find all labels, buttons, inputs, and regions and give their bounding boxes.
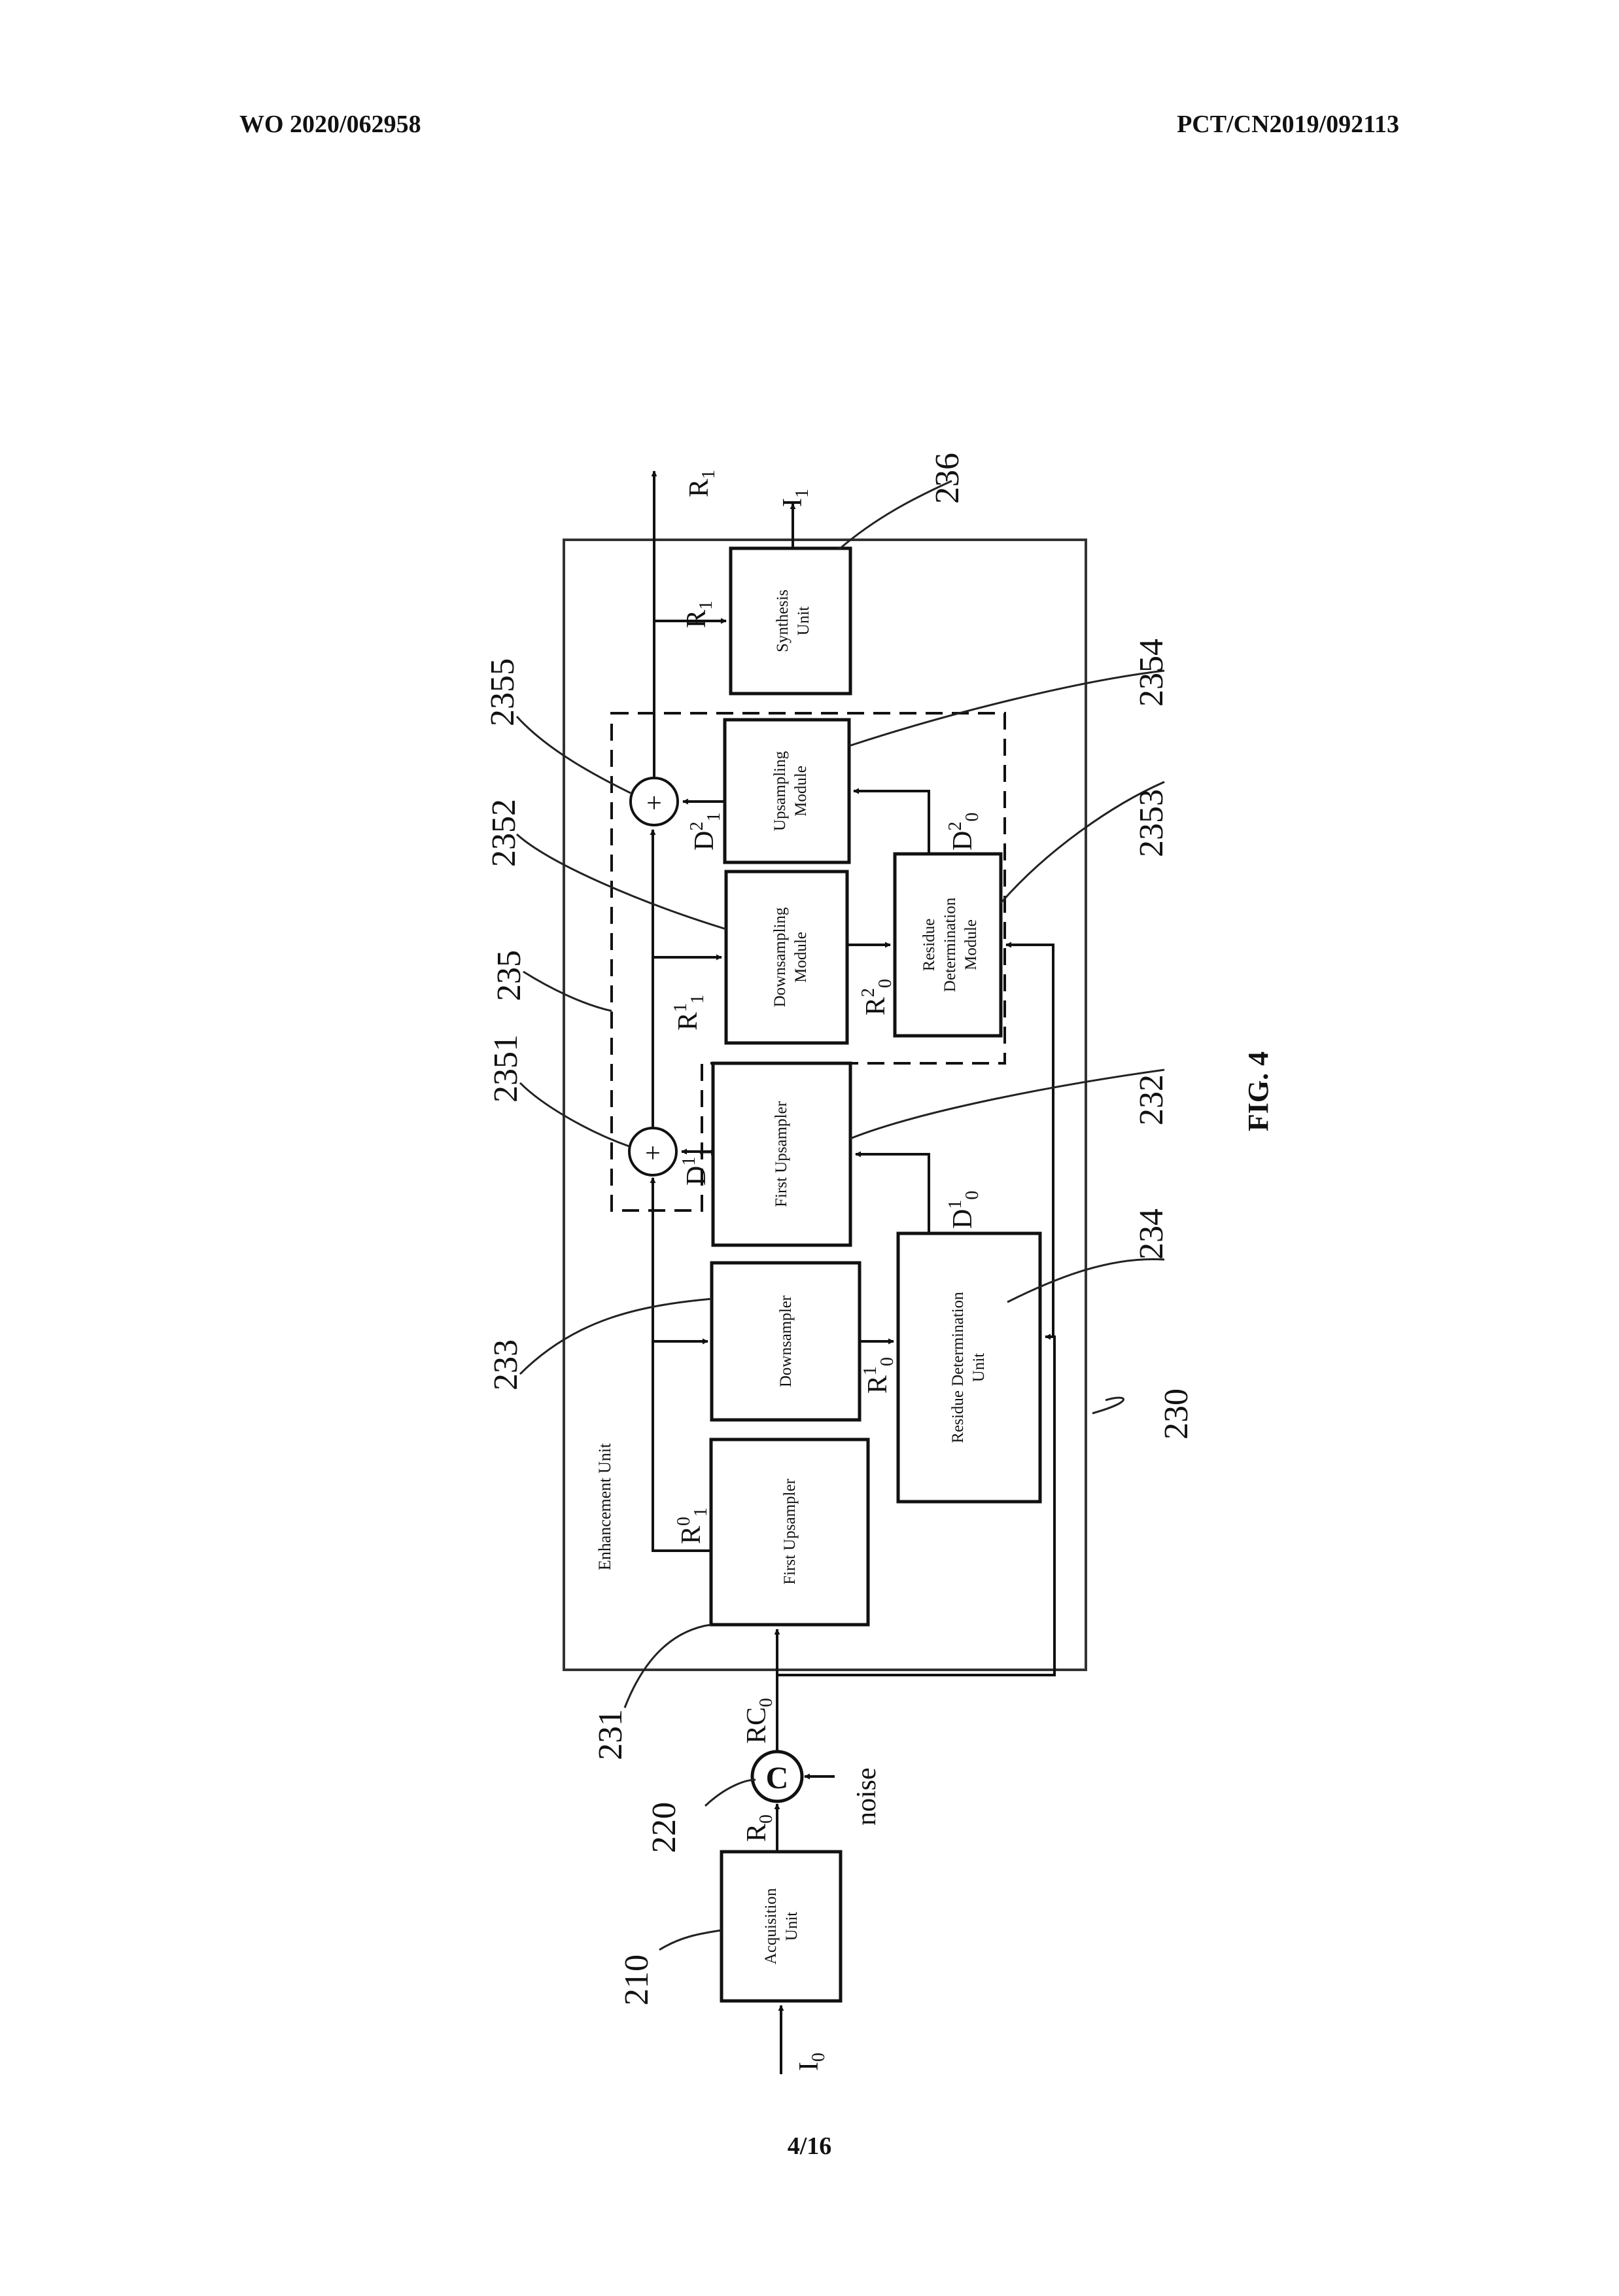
adder-2351-sign: + — [645, 1139, 661, 1169]
sig-R1-inner: R1 — [682, 601, 716, 628]
svg-text:Downsampling: Downsampling — [771, 907, 789, 1007]
adder-2355-sign: + — [646, 788, 662, 819]
sig-R01: R01 — [674, 1508, 711, 1544]
acquisition-unit-block — [722, 1852, 841, 2001]
ref-2351: 2351 — [487, 1034, 525, 1103]
sig-I0: I0 — [794, 2053, 829, 2071]
ref-210: 210 — [618, 1954, 655, 2005]
svg-text:Module: Module — [792, 932, 810, 983]
sig-R0: R0 — [742, 1814, 776, 1842]
sig-R10: R10 — [860, 1357, 897, 1394]
ref-2352: 2352 — [485, 799, 523, 867]
svg-text:Module: Module — [962, 919, 980, 970]
svg-text:Unit: Unit — [970, 1353, 988, 1383]
svg-text:Synthesis: Synthesis — [774, 590, 792, 652]
svg-text:Residue Determination: Residue Determination — [949, 1292, 967, 1443]
first-upsampler-231-label: First Upsampler — [781, 1478, 799, 1584]
svg-text:Unit: Unit — [795, 607, 812, 636]
sig-RC0: RC0 — [742, 1698, 776, 1744]
sig-D20: D20 — [945, 813, 983, 851]
ref-2354: 2354 — [1133, 639, 1170, 707]
residue-determination-unit-block — [898, 1233, 1040, 1502]
ref-234: 234 — [1133, 1209, 1170, 1260]
figure-caption: FIG. 4 — [1242, 1051, 1274, 1131]
svg-text:Acquisition: Acquisition — [762, 1888, 780, 1964]
sig-D11: D11 — [679, 1148, 716, 1186]
ref-230: 230 — [1158, 1388, 1195, 1439]
ref-2355: 2355 — [484, 658, 521, 726]
sig-D21: D21 — [687, 813, 724, 851]
ref-231: 231 — [592, 1709, 629, 1760]
downsampler-label: Downsampler — [777, 1295, 795, 1387]
svg-text:Upsampling: Upsampling — [771, 751, 789, 831]
sig-I1-out: I1 — [778, 489, 812, 507]
sig-D10: D10 — [945, 1191, 983, 1229]
svg-text:Determination: Determination — [941, 897, 959, 992]
ref-2353: 2353 — [1133, 789, 1170, 857]
ref-236: 236 — [929, 453, 966, 504]
enhancement-unit-label: Enhancement Unit — [595, 1443, 614, 1570]
ref-235: 235 — [491, 950, 528, 1001]
ref-220: 220 — [646, 1802, 683, 1853]
svg-text:Module: Module — [792, 766, 810, 817]
ref-232: 232 — [1133, 1074, 1170, 1125]
sig-R11: R11 — [670, 995, 708, 1031]
sig-noise: noise — [852, 1767, 882, 1826]
sig-R1-out: R1 — [684, 470, 719, 497]
first-upsampler-232-label: First Upsampler — [773, 1101, 790, 1207]
svg-text:Residue: Residue — [920, 919, 938, 972]
sig-R20: R20 — [858, 979, 896, 1016]
combiner-label: C — [766, 1761, 789, 1795]
svg-text:Unit: Unit — [783, 1912, 801, 1941]
page-number: 4/16 — [0, 2132, 1619, 2161]
ref-233: 233 — [487, 1339, 525, 1390]
